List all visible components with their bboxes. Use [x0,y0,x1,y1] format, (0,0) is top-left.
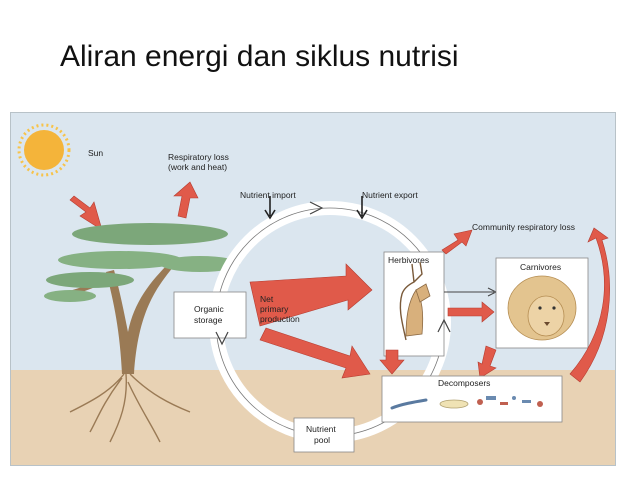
nutrient-import-arrow [264,196,276,220]
ring-flow-arrow-top [309,201,324,215]
herbivores-label: Herbivores [388,255,429,265]
community-respiratory-loss-label: Community respiratory loss [472,222,575,232]
npp-label-2: primary [260,304,289,314]
herbivore-to-carnivore-arrow [447,301,495,323]
diagram-frame [10,112,616,466]
community-respiratory-arrow-right [569,227,610,383]
lion-icon [507,275,577,341]
gazelle-icon [399,261,431,341]
decomposer-organisms-icon [390,396,543,410]
respiratory-loss-arrow [173,181,199,219]
community-respiratory-arrow-left [441,229,473,255]
solar-energy-arrow [69,195,103,231]
decomposers-label: Decomposers [438,378,490,388]
nutrient-export-label: Nutrient export [362,190,418,200]
sun-label: Sun [88,148,103,158]
npp-to-decomposers-arrow [259,327,371,379]
nutrient-export-arrow [356,196,368,220]
carnivore-to-decomposer-arrow [477,345,497,379]
respiratory-loss-label-2: (work and heat) [168,162,227,172]
organic-storage-label-1: Organic [194,304,225,314]
nutrient-pool-label-2: pool [314,435,330,445]
organic-storage-box [173,291,247,339]
nutrient-import-label: Nutrient import [240,190,296,200]
nutrient-pool-box [293,417,355,453]
ring-flow-arrow-right [437,318,451,333]
carnivores-label: Carnivores [520,262,561,272]
herbivore-to-decomposer-arrow [379,349,405,375]
nutrient-pool-label-1: Nutrient [306,424,336,434]
tree-illustration [44,223,240,443]
organic-storage-label-2: storage [194,315,223,325]
energy-nutrient-diagram: Sun Respiratory loss (work and heat) Nut… [10,112,616,466]
decomposers-box [381,375,563,423]
npp-label-3: production [260,314,300,324]
sun-icon [17,123,71,177]
net-primary-production-arrow [249,263,373,327]
npp-label-1: Net [260,294,274,304]
respiratory-loss-label-1: Respiratory loss [168,152,229,162]
slide-title: Aliran energi dan siklus nutrisi [60,40,459,73]
ring-flow-arrow-left [215,331,229,346]
